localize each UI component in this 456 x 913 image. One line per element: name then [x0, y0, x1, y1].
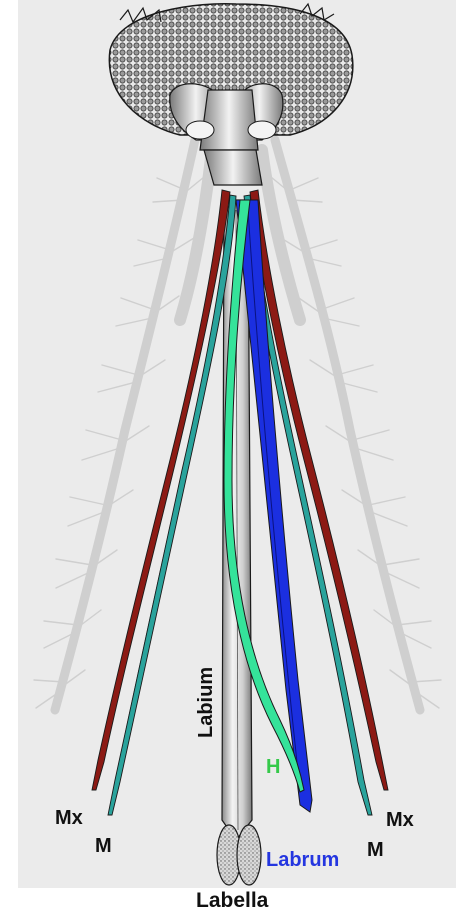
- label-labella: Labella: [196, 890, 268, 911]
- label-m-right: M: [367, 840, 384, 860]
- label-m-left: M: [95, 836, 112, 856]
- label-labium: Labium: [196, 667, 216, 738]
- label-h: H: [266, 757, 280, 777]
- label-mx-left: Mx: [55, 808, 83, 828]
- label-labrum: Labrum: [266, 850, 339, 870]
- label-mx-right: Mx: [386, 810, 414, 830]
